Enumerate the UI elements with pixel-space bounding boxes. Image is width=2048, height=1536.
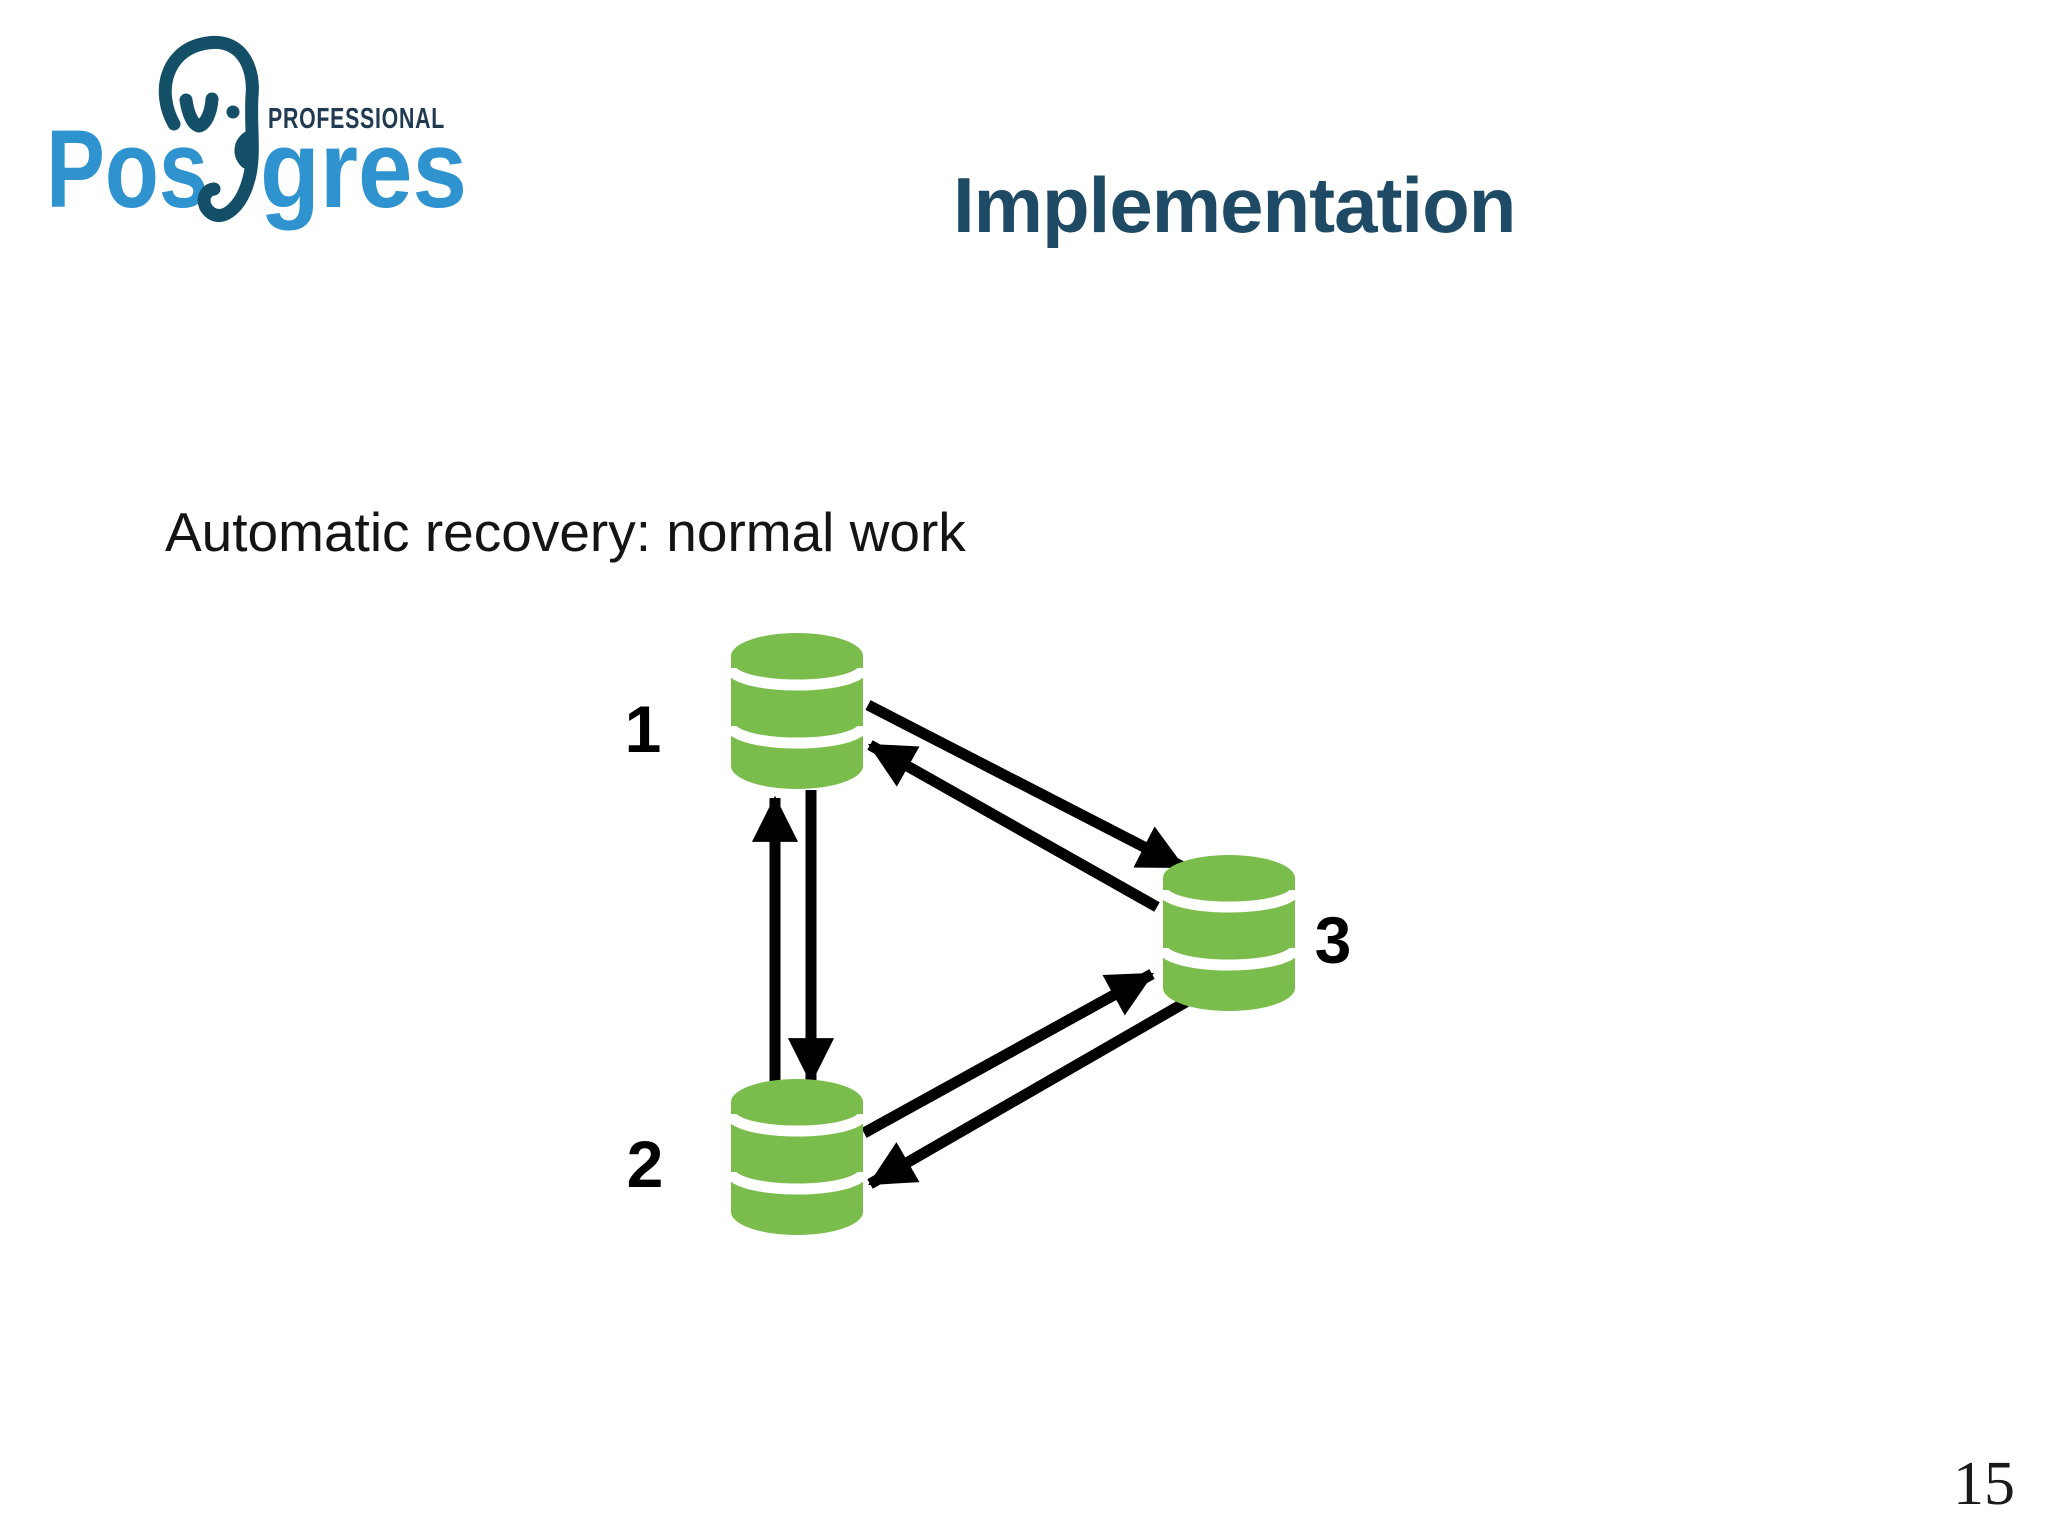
elephant-icon (158, 36, 259, 222)
body-text: Automatic recovery: normal work (165, 501, 966, 563)
database-disk-separator (725, 666, 869, 691)
logo-word-pos: Pos (46, 108, 208, 231)
db-node-2: 2 (627, 1079, 869, 1235)
database-disk-separator (725, 724, 869, 749)
database-disk-separator (725, 1170, 869, 1195)
logo-word-professional: PROFESSIONAL (268, 103, 445, 135)
page-number: 15 (1953, 1450, 2015, 1518)
database-disk-separator (1157, 888, 1301, 913)
logo-word-gres: gres (260, 108, 467, 231)
node-label-3: 3 (1315, 903, 1352, 977)
postgres-professional-logo: Pos gres PROFESSIONAL (46, 36, 467, 231)
database-icon (731, 1079, 863, 1235)
node-label-1: 1 (625, 692, 662, 766)
database-icon (731, 633, 863, 789)
database-icon (1163, 855, 1295, 1011)
replication-arrow-2-to-3 (861, 969, 1155, 1138)
database-disk-separator (1157, 946, 1301, 971)
db-node-1: 1 (625, 633, 869, 789)
replication-arrow-1-to-3 (865, 700, 1186, 872)
replication-arrow-3-to-1 (867, 740, 1160, 912)
database-disk-separator (725, 1112, 869, 1137)
db-node-3: 3 (1157, 855, 1352, 1011)
slide-title: Implementation (953, 161, 1516, 250)
replication-arrow-3-to-2 (867, 997, 1189, 1189)
node-label-2: 2 (627, 1127, 664, 1201)
